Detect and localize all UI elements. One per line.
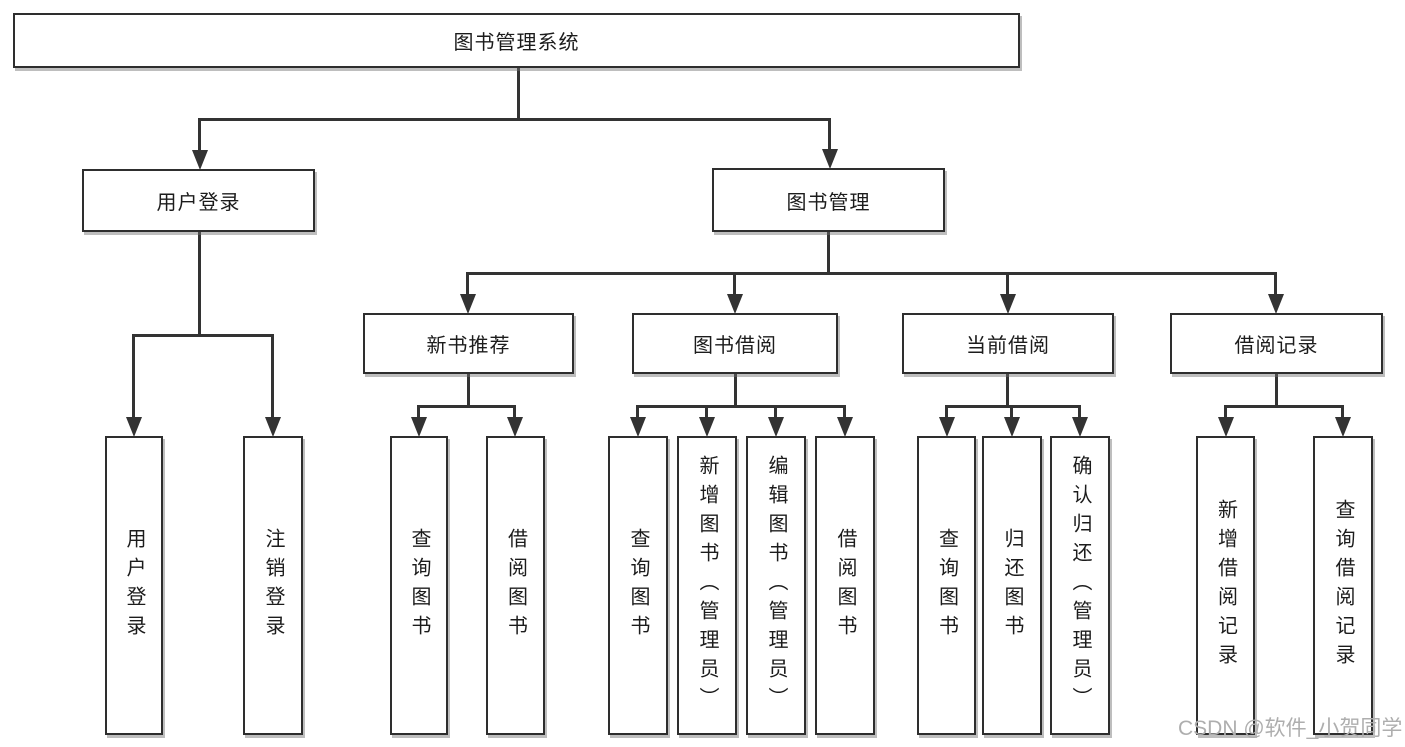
connector-line	[1275, 374, 1278, 407]
connector-line	[1078, 405, 1081, 420]
connector-line	[1006, 374, 1009, 407]
leaf-query-books-3: 查询图书	[917, 436, 976, 735]
connector-line	[636, 405, 639, 420]
arrow-down-icon	[939, 417, 955, 437]
connector-line	[517, 68, 520, 118]
node-new-book-recommend-label: 新书推荐	[426, 335, 511, 357]
leaf-confirm-return-admin: 确认归还（管理员）	[1050, 436, 1110, 735]
arrow-down-icon	[1072, 417, 1088, 437]
leaf-label: 注销登录	[262, 527, 284, 644]
arrow-down-icon	[126, 417, 142, 437]
leaf-label: 编辑图书（管理员）	[765, 455, 787, 716]
arrow-down-icon	[837, 417, 853, 437]
arrow-down-icon	[460, 294, 476, 314]
node-book-borrow: 图书借阅	[632, 313, 838, 374]
node-new-book-recommend: 新书推荐	[363, 313, 574, 374]
arrow-down-icon	[822, 149, 838, 169]
arrow-down-icon	[1335, 417, 1351, 437]
connector-line	[1006, 272, 1009, 296]
connector-line	[636, 405, 845, 408]
connector-line	[466, 272, 469, 296]
connector-line	[513, 405, 516, 420]
arrow-down-icon	[1268, 294, 1284, 314]
leaf-label: 新增借阅记录	[1214, 498, 1237, 673]
connector-line	[417, 405, 516, 408]
leaf-label: 确认归还（管理员）	[1069, 455, 1091, 716]
leaf-logout: 注销登录	[243, 436, 303, 735]
connector-line	[198, 232, 201, 336]
node-current-borrow-label: 当前借阅	[966, 335, 1050, 357]
leaf-label: 借阅图书	[834, 527, 856, 644]
connector-line	[828, 118, 831, 152]
node-borrow-records-label: 借阅记录	[1234, 335, 1319, 357]
connector-line	[1224, 405, 1227, 420]
leaf-label: 查询图书	[627, 527, 649, 644]
arrow-down-icon	[411, 417, 427, 437]
arrow-down-icon	[630, 417, 646, 437]
connector-line	[843, 405, 846, 420]
node-book-management: 图书管理	[712, 168, 945, 232]
connector-line	[132, 334, 274, 337]
connector-line	[705, 405, 708, 420]
leaf-add-books-admin: 新增图书（管理员）	[677, 436, 737, 735]
leaf-label: 新增图书（管理员）	[696, 455, 718, 716]
connector-line	[1341, 405, 1344, 420]
node-root: 图书管理系统	[13, 13, 1020, 68]
connector-line	[1224, 405, 1344, 408]
leaf-label: 查询借阅记录	[1332, 498, 1354, 673]
leaf-query-borrow-record: 查询借阅记录	[1313, 436, 1373, 735]
node-root-label: 图书管理系统	[453, 32, 580, 54]
connector-line	[945, 405, 948, 420]
node-user-login: 用户登录	[82, 169, 315, 232]
node-user-login-label: 用户登录	[156, 192, 241, 214]
node-current-borrow: 当前借阅	[902, 313, 1114, 374]
leaf-label: 归还图书	[1001, 527, 1023, 644]
connector-line	[774, 405, 777, 420]
leaf-borrow-books-2: 借阅图书	[815, 436, 875, 735]
leaf-label: 查询图书	[408, 527, 430, 644]
connector-line	[734, 374, 737, 407]
leaf-query-books-1: 查询图书	[390, 436, 448, 735]
connector-line	[466, 272, 1275, 275]
node-book-management-label: 图书管理	[786, 191, 871, 214]
leaf-user-login: 用户登录	[105, 436, 163, 735]
node-book-borrow-label: 图书借阅	[693, 335, 777, 357]
arrow-down-icon	[1218, 417, 1234, 437]
connector-line	[733, 272, 736, 296]
arrow-down-icon	[768, 417, 784, 437]
arrow-down-icon	[727, 294, 743, 314]
connector-line	[417, 405, 420, 420]
connector-line	[467, 374, 470, 407]
watermark-text: CSDN @软件_小贺同学	[1178, 717, 1403, 740]
leaf-query-books-2: 查询图书	[608, 436, 668, 735]
connector-line	[132, 334, 135, 420]
arrow-down-icon	[192, 150, 208, 170]
connector-line	[198, 118, 201, 152]
connector-line	[271, 334, 274, 420]
arrow-down-icon	[265, 417, 281, 437]
leaf-return-books: 归还图书	[982, 436, 1042, 735]
node-borrow-records: 借阅记录	[1170, 313, 1383, 374]
leaf-label: 查询图书	[935, 527, 958, 644]
leaf-edit-books-admin: 编辑图书（管理员）	[746, 436, 806, 735]
connector-line	[1010, 405, 1013, 420]
arrow-down-icon	[699, 417, 715, 437]
leaf-label: 用户登录	[123, 527, 145, 644]
leaf-label: 借阅图书	[504, 527, 527, 644]
connector-line	[198, 118, 831, 121]
arrow-down-icon	[507, 417, 523, 437]
leaf-add-borrow-record: 新增借阅记录	[1196, 436, 1255, 735]
connector-line	[827, 232, 830, 274]
connector-line	[1274, 272, 1277, 296]
arrow-down-icon	[1000, 294, 1016, 314]
leaf-borrow-books-1: 借阅图书	[486, 436, 545, 735]
arrow-down-icon	[1004, 417, 1020, 437]
